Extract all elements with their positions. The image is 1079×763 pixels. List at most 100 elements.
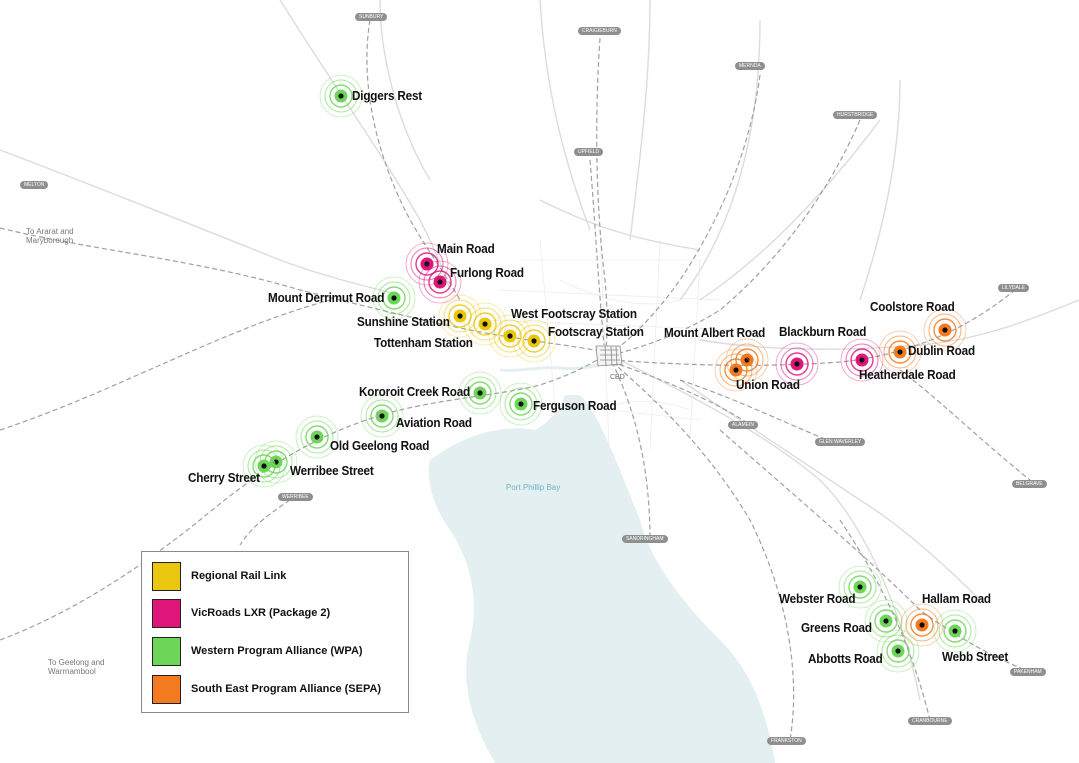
site-label: Furlong Road [450, 265, 524, 280]
site-ring [242, 444, 286, 488]
site-ring [498, 324, 522, 348]
water-label: Port Phillip Bay [506, 483, 561, 492]
site-ring [928, 313, 962, 347]
bay-water [428, 395, 775, 763]
site-marker [499, 382, 543, 426]
legend-swatch [152, 636, 181, 666]
site-ring [247, 449, 281, 483]
site-ring [319, 74, 363, 118]
site-ring [463, 376, 497, 410]
site-ring [785, 352, 809, 376]
site-ring [878, 330, 922, 374]
site-marker [418, 260, 462, 304]
site-label: Heatherdale Road [859, 367, 956, 382]
site-ring [305, 425, 329, 449]
site-ring [300, 420, 334, 454]
site-ring [493, 319, 527, 353]
site-ring [910, 613, 934, 637]
site-ring [843, 570, 877, 604]
site-ring [377, 281, 411, 315]
site-marker [512, 319, 556, 363]
badge-cranbourne: CRANBOURNE [908, 717, 952, 725]
site-label: Webb Street [942, 649, 1009, 664]
site-dot [942, 327, 948, 333]
badge-belgrave: BELGRAVE [1012, 480, 1047, 488]
site-marker [242, 444, 286, 488]
site-marker [876, 629, 920, 673]
site-label: Hallam Road [922, 591, 991, 606]
site-marker [775, 342, 819, 386]
site-ring [372, 276, 416, 320]
site-label: Werribee Street [290, 463, 374, 478]
site-ring [254, 440, 298, 484]
site-dot [457, 313, 463, 319]
site-marker [405, 242, 449, 286]
site-ring [499, 382, 543, 426]
site-marker [714, 348, 758, 392]
site-ring [252, 454, 276, 478]
site-ring [324, 79, 358, 113]
site-marker [838, 565, 882, 609]
site-ring [905, 608, 939, 642]
site-label: Kororoit Creek Road [359, 384, 471, 399]
site-ring [504, 387, 538, 421]
cbd-block [595, 345, 623, 367]
site-marker [463, 302, 507, 346]
site-ring [438, 294, 482, 338]
site-dot [733, 367, 739, 373]
site-dot [919, 622, 925, 628]
legend-label: South East Program Alliance (SEPA) [191, 683, 382, 695]
badge-upfield: UPFIELD [574, 148, 604, 156]
legend-item-rrl: Regional Rail Link [152, 560, 286, 592]
site-ring [838, 565, 882, 609]
site-ring [850, 348, 874, 372]
site-label: Mount Derrimut Road [268, 290, 385, 305]
site-ring [883, 335, 917, 369]
legend-swatch [152, 674, 181, 704]
site-label: Tottenham Station [374, 335, 473, 350]
site-label: Abbotts Road [808, 651, 883, 666]
site-ring [463, 302, 507, 346]
site-label: Greens Road [801, 620, 872, 635]
site-marker [458, 371, 502, 415]
site-ring [848, 575, 872, 599]
site-ring [443, 299, 477, 333]
site-ring [415, 252, 439, 276]
site-ring [888, 340, 912, 364]
legend-label: Western Program Alliance (WPA) [191, 645, 363, 657]
site-marker [295, 415, 339, 459]
site-dot [391, 295, 397, 301]
site-ring [365, 399, 399, 433]
badge-frankston: FRANKSTON [767, 737, 806, 745]
site-ring [780, 347, 814, 381]
site-dot [897, 349, 903, 355]
site-ring [869, 604, 903, 638]
site-ring [943, 619, 967, 643]
site-ring [468, 381, 492, 405]
site-marker [864, 599, 908, 643]
legend-label: VicRoads LXR (Package 2) [191, 607, 331, 619]
site-label: Aviation Road [396, 415, 472, 430]
site-dot [895, 648, 901, 654]
freeway-network [0, 0, 1079, 701]
site-dot [338, 93, 344, 99]
site-ring [840, 338, 884, 382]
legend-swatch [152, 561, 181, 591]
site-dot [883, 618, 889, 624]
site-ring [845, 343, 879, 377]
site-ring [509, 392, 533, 416]
site-label: Ferguson Road [533, 398, 617, 413]
site-dot [518, 401, 524, 407]
site-ring [418, 260, 462, 304]
badge-craigieburn: CRAIGIEBURN [578, 27, 621, 35]
site-marker [923, 308, 967, 352]
site-label: Coolstore Road [870, 299, 955, 314]
site-ring [923, 308, 967, 352]
legend-item-sepa: South East Program Alliance (SEPA) [152, 673, 381, 705]
site-ring [410, 247, 444, 281]
site-ring [428, 270, 452, 294]
site-marker [319, 74, 363, 118]
